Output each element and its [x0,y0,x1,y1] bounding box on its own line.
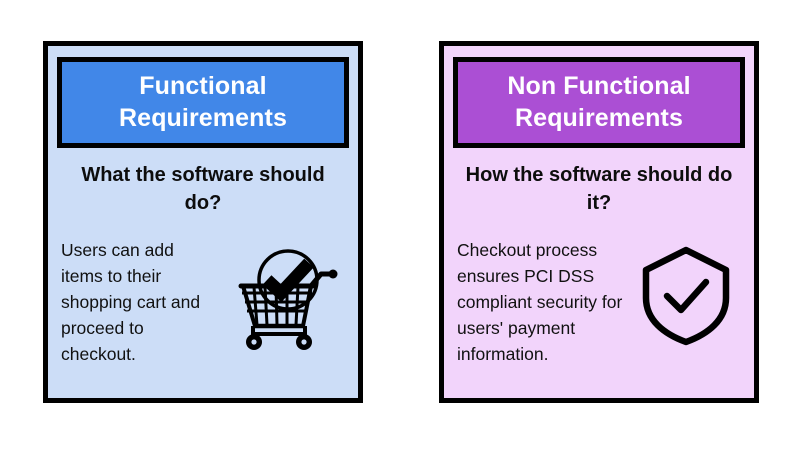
card-header-title: Functional Requirements [119,72,287,132]
card-functional-requirements: Functional Requirements What the softwar… [43,41,363,403]
card-body-non-functional: Checkout process ensures PCI DSS complia… [452,236,746,388]
card-header-non-functional: Non Functional Requirements [453,57,745,148]
shield-check-icon [626,236,746,348]
card-header-functional: Functional Requirements [57,57,349,148]
card-body-functional: Users can add items to their shopping ca… [56,236,350,388]
card-header-title: Non Functional Requirements [507,72,691,132]
card-subtitle: How the software should do it? [465,164,733,215]
card-description: Checkout process ensures PCI DSS complia… [457,240,623,364]
card-description: Users can add items to their shopping ca… [61,240,201,364]
card-subtitle: What the software should do? [81,164,325,215]
shopping-cart-check-icon [228,236,350,350]
card-non-functional-requirements: Non Functional Requirements How the soft… [439,41,759,403]
